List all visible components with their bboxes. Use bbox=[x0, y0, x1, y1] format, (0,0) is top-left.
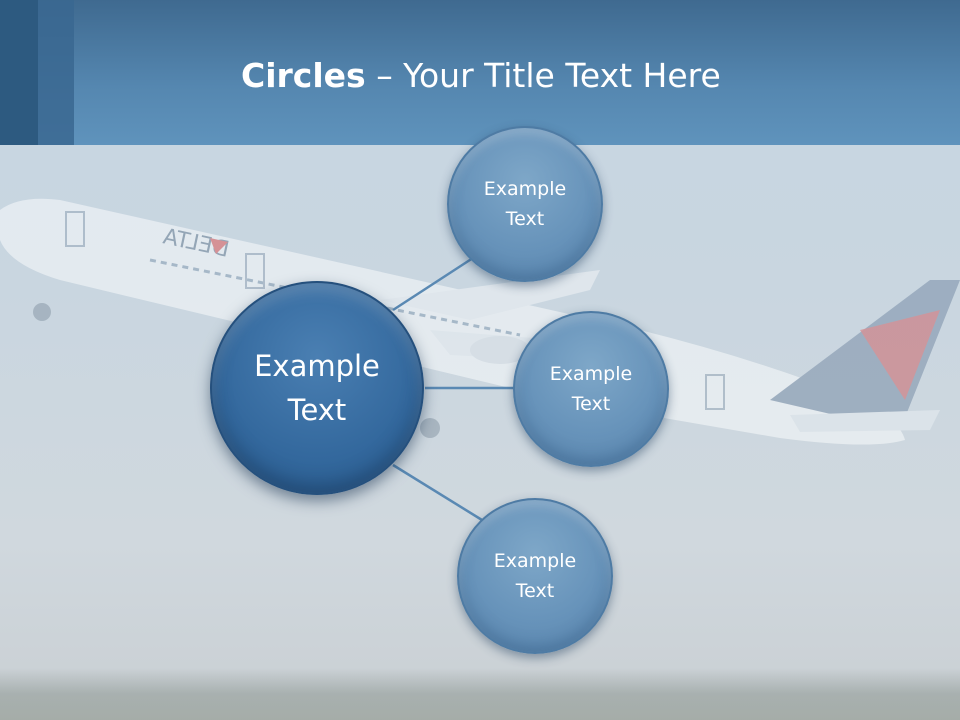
title-rest: – Your Title Text Here bbox=[365, 56, 721, 95]
horizon-trees bbox=[0, 668, 960, 720]
airplane-image: DELTA bbox=[0, 198, 960, 445]
center-circle-line1: Example bbox=[254, 349, 380, 383]
header-accent-strip bbox=[0, 0, 38, 145]
circle-bottom-line2: Text bbox=[515, 580, 555, 602]
circle-bottom[interactable]: Example Text bbox=[457, 498, 613, 654]
title-bold: Circles bbox=[241, 56, 366, 95]
circle-top-line2: Text bbox=[505, 208, 545, 230]
slide-title[interactable]: Circles – Your Title Text Here bbox=[241, 52, 721, 100]
header-accent-strip bbox=[38, 0, 74, 145]
header-band bbox=[0, 0, 960, 145]
circle-middle-line2: Text bbox=[571, 393, 611, 415]
circle-top[interactable]: Example Text bbox=[447, 126, 603, 282]
circle-bottom-line1: Example bbox=[493, 550, 577, 572]
circle-middle[interactable]: Example Text bbox=[513, 311, 669, 467]
center-circle[interactable]: Example Text bbox=[210, 281, 424, 495]
circle-top-line1: Example bbox=[483, 178, 567, 200]
center-circle-line2: Text bbox=[287, 393, 347, 427]
circle-middle-line1: Example bbox=[549, 363, 633, 385]
